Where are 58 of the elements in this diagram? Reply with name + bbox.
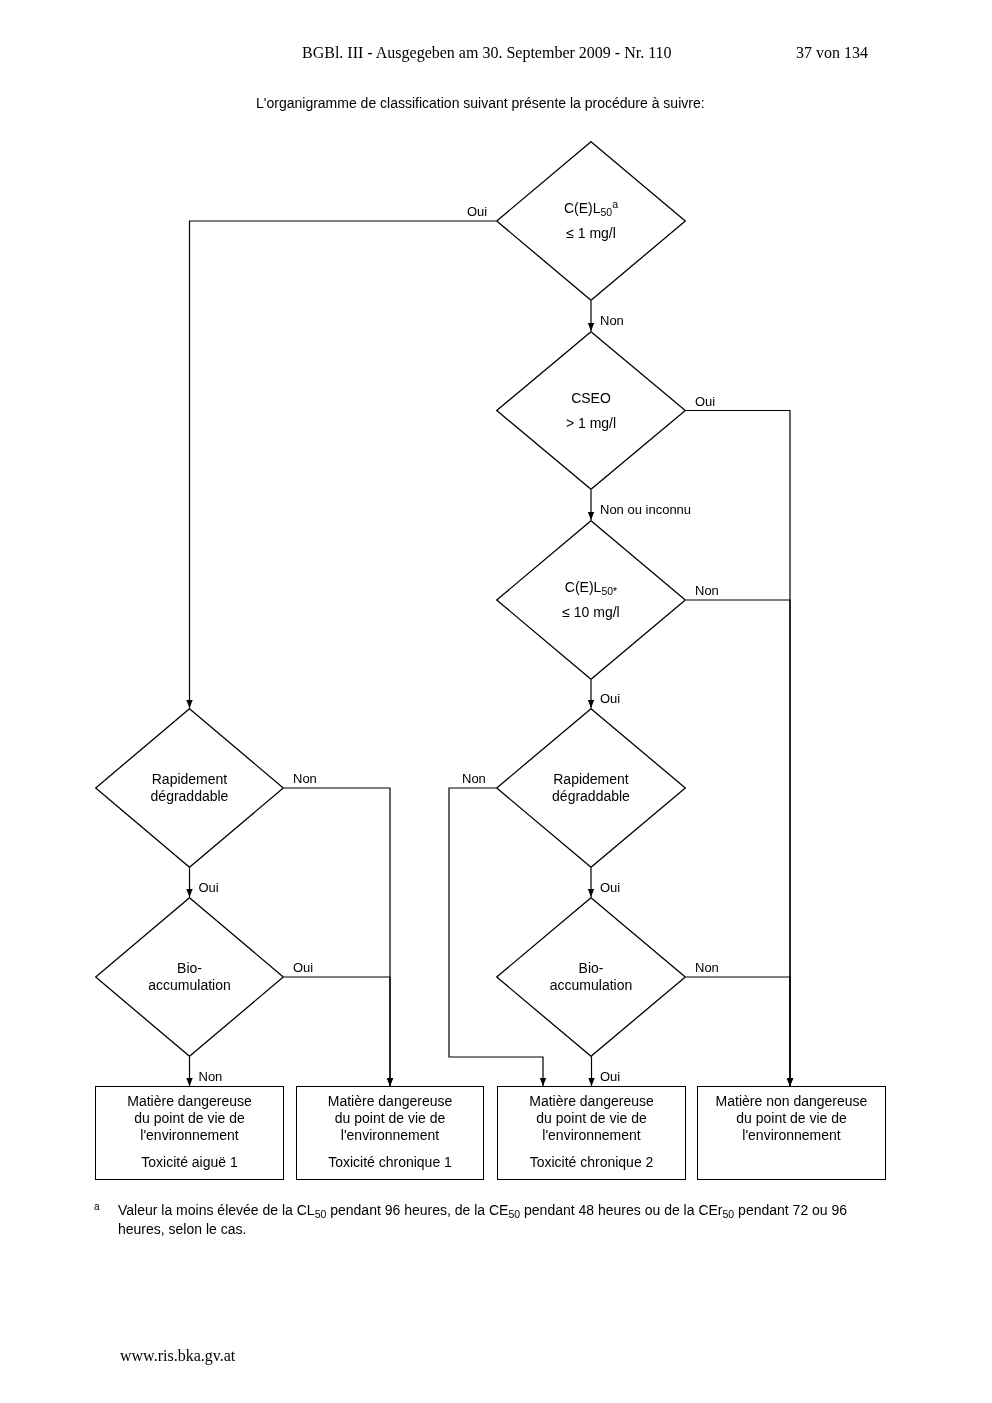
result-text: Matière dangereuse du point de vie de l'environnement — [126, 1093, 253, 1144]
result-text: Matière non dangereuse du point de vie de l'environnement — [714, 1093, 869, 1144]
edge-label: Non — [694, 584, 720, 597]
arrow — [587, 300, 595, 332]
decision-diamond — [95, 897, 284, 1057]
category-text: Toxicité aiguë 1 — [140, 1154, 239, 1171]
category-text: Toxicité chronique 2 — [528, 1154, 655, 1171]
result-box — [95, 1086, 284, 1180]
edge-label: Non ou inconnu — [599, 503, 693, 516]
arrow — [186, 1056, 193, 1087]
category-text: Toxicité chronique 1 — [327, 1154, 453, 1171]
arrow — [588, 1056, 595, 1087]
condition-text: Rapidement dégraddable — [149, 771, 230, 805]
edge-label: Non — [599, 314, 625, 327]
arrow — [186, 220, 497, 709]
decision-diamond — [496, 897, 686, 1057]
edge-label: Non — [694, 961, 720, 974]
result-text: Matière dangereuse du point de vie de l'environnement — [528, 1093, 655, 1144]
condition-text: Rapidement dégraddable — [551, 771, 631, 805]
edge-label: Oui — [599, 1070, 622, 1083]
result-text: Matière dangereuse du point de vie de l'environnement — [326, 1093, 454, 1144]
arrow — [587, 489, 595, 521]
decision-diamond — [496, 141, 686, 301]
page-header: BGBl. III - Ausgegeben am 30. September 2009 - Nr. 110 — [302, 43, 672, 64]
arrow — [587, 867, 595, 898]
edge-label: Oui — [599, 881, 622, 894]
condition-text: Bio-accumulation — [147, 960, 232, 994]
condition-text: > 1 mg/l — [564, 414, 618, 432]
footnote-mark: a — [94, 1200, 100, 1214]
intro-sentence: L'organigramme de classification suivant présente la procédure à suivre: — [256, 94, 705, 113]
arrow — [587, 679, 595, 709]
condition-text: ≤ 10 mg/l — [561, 604, 621, 621]
arrow — [685, 976, 794, 1087]
condition-text: ≤ 1 mg/l — [565, 225, 617, 242]
edge-label: Oui — [466, 205, 489, 218]
arrow — [448, 787, 547, 1087]
edge-label: Oui — [197, 881, 220, 894]
footnote-text: Valeur la moins élevée de la CL$_{50}$ pendant 96 heures, de la CE$_{50}$ pendant 48 heures ou de la CEr$_{50}$ pendant 72 ou 96 heures, selon le cas. — [118, 1201, 849, 1239]
decision-diamond — [95, 708, 284, 868]
edge-label: Non — [197, 1070, 224, 1083]
edge-label: Oui — [694, 394, 717, 408]
edge-label: Oui — [292, 961, 315, 974]
condition-text: CSEO — [570, 389, 612, 407]
condition-text: C(E)L$_{50*}$ — [563, 579, 619, 596]
result-box — [697, 1086, 886, 1180]
result-box — [296, 1086, 484, 1180]
edge-label: Non — [461, 772, 487, 785]
arrow — [186, 867, 193, 898]
edge-label: Non — [292, 772, 318, 785]
decision-diamond — [496, 331, 686, 490]
page-number: 37 von 134 — [796, 43, 868, 63]
condition-text: Bio-accumulation — [548, 960, 634, 994]
arrow — [283, 976, 394, 1087]
page-footer-url: www.ris.bka.gv.at — [120, 1346, 236, 1367]
decision-diamond — [496, 520, 686, 680]
edge-label: Oui — [599, 692, 622, 705]
result-box — [497, 1086, 686, 1180]
decision-diamond — [496, 708, 686, 868]
